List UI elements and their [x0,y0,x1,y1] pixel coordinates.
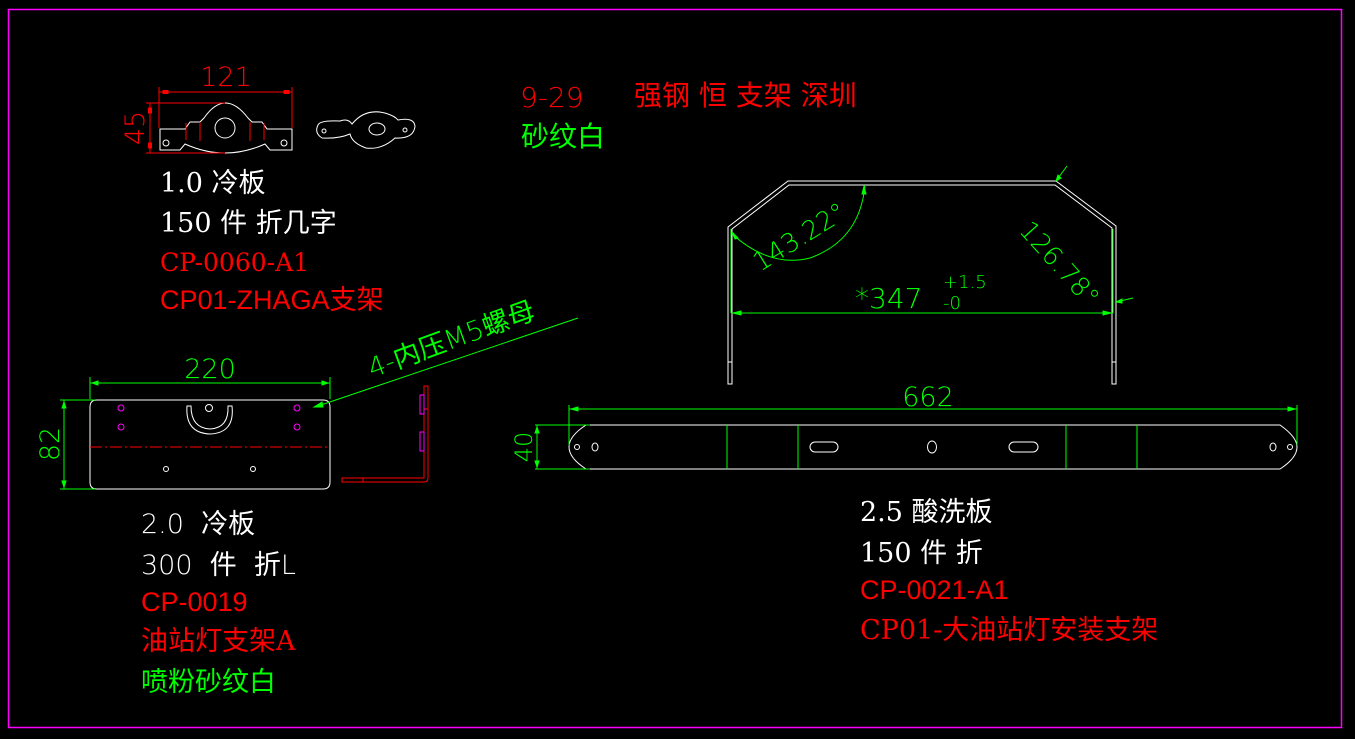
part3-tol-upper: +1.5 [943,272,987,293]
header-title-text: 强钢 恒 支架 深圳 [634,79,857,112]
part3-tol-lower: -0 [943,293,961,314]
part3-flat-dimensions [534,405,1298,470]
part3-part-name: CP01-大油站灯安装支架 [860,615,1159,646]
part2-finish: 喷粉砂纹白 [141,667,276,698]
part3-dim-height: 40 [510,432,538,463]
part2-nut-holes [117,404,301,431]
part1-iso-view[interactable] [316,111,416,149]
part1-bend-lines [185,122,265,141]
part2-dim-height: 82 [35,427,66,461]
part3-bend-lines [726,425,1138,469]
header-finish: 砂纹白 [521,120,606,153]
part2-dim-width: 220 [184,354,236,385]
part3-angle-left: 143.22° [748,197,852,278]
part3-bent-view[interactable] [727,180,1117,385]
part2-front-view[interactable] [89,399,331,490]
part2-side-nuts [419,394,425,452]
part2-side-view[interactable] [341,385,429,483]
part2-part-no: CP-0019 [141,587,248,617]
drawing-border [7,8,1343,729]
part1-part-no: CP-0060-A1 [160,248,310,277]
part3-angle-right: 126.78° [1013,216,1105,313]
part3-quantity: 150 件 折 [860,538,983,569]
part3-dim-length: 662 [902,382,954,413]
part1-dim-height: 45 [120,111,151,145]
part3-dim-inner: *347 [855,282,922,315]
part3-flat-view[interactable] [568,424,1298,470]
part2-part-name: 油站灯支架A [141,626,296,657]
part1-dim-width: 121 [200,62,252,93]
part1-dimensions [146,87,293,154]
part1-quantity: 150 件 折几字 [160,208,337,239]
part1-front-view[interactable] [159,102,293,154]
header-title-date: 9-29 [520,81,584,114]
part2-quantity: 300 件 折L [141,550,296,581]
part2-material: 2.0 冷板 [141,509,256,540]
part3-material: 2.5 酸洗板 [860,497,993,528]
part1-material: 1.0 冷板 [160,168,266,199]
part2-dimensions [60,317,579,490]
part1-part-name: CP01-ZHAGA支架 [160,285,384,315]
part3-bent-dimensions [730,165,1134,316]
part3-part-no: CP-0021-A1 [860,575,1009,605]
